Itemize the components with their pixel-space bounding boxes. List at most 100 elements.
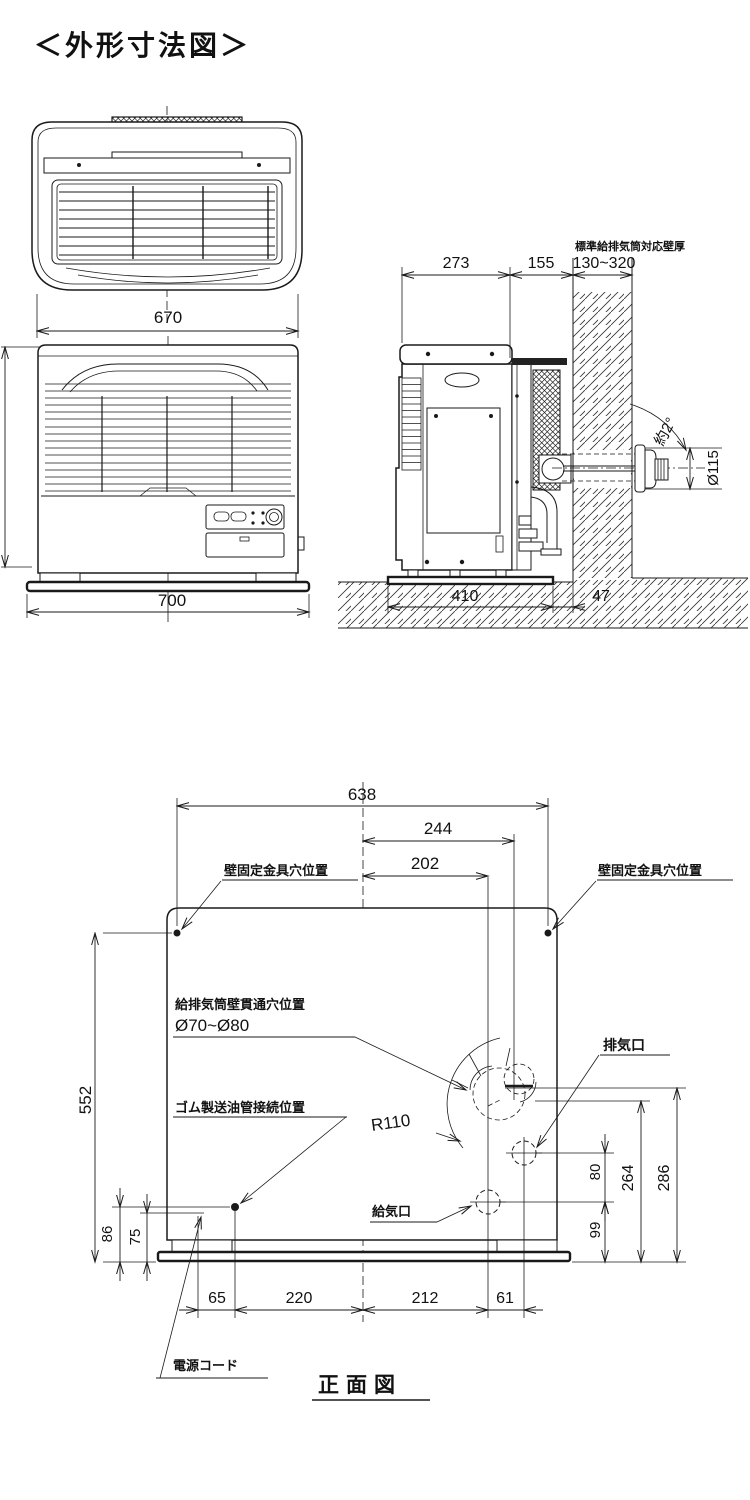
body-outline [31, 121, 303, 291]
bracket-hole-right [544, 929, 552, 937]
screw-dot [434, 414, 438, 418]
dim-text-212: 212 [412, 1290, 439, 1307]
svg-text:ゴム製送油管接続位置: ゴム製送油管接続位置 [175, 1100, 305, 1115]
dimension-bottom-chain: 65 220 212 61 [179, 1290, 543, 1314]
caption-text: 正面図 [318, 1374, 402, 1397]
view-caption: 正面図 [312, 1374, 430, 1401]
through-wall-pipe [552, 453, 705, 482]
baseplate [156, 1250, 572, 1263]
dim-text-61: 61 [496, 1290, 514, 1307]
screw-dot [489, 414, 493, 418]
grille-slats [59, 186, 275, 259]
dimension-86: 86 [99, 1188, 124, 1281]
dim-text-80: 80 [587, 1164, 604, 1181]
floor-hatch [338, 578, 748, 628]
wall-hatch [573, 292, 632, 578]
baseplate [386, 575, 555, 586]
dim-text-410: 410 [452, 588, 479, 605]
screw-dot [515, 394, 519, 398]
dim-text-286: 286 [656, 1165, 673, 1192]
grille-frame [51, 179, 283, 265]
svg-text:壁固定金具穴位置: 壁固定金具穴位置 [224, 863, 328, 878]
front-view: 700 [1, 336, 309, 622]
cover-slot [495, 535, 504, 553]
svg-text:壁固定金具穴位置: 壁固定金具穴位置 [598, 863, 702, 878]
dim-text-86: 86 [99, 1226, 116, 1243]
control-panel [205, 504, 285, 530]
oil-pipe-point [231, 1203, 239, 1211]
flue-socket [541, 457, 565, 481]
bottom-notch [139, 487, 197, 497]
dimension-right-chain: 80 99 264 286 [587, 1088, 677, 1262]
dimension-75: 75 [127, 1194, 151, 1281]
dimension-552: 552 [76, 933, 95, 1262]
dim-text-264: 264 [620, 1165, 637, 1192]
screw-dot [489, 351, 495, 357]
svg-text:Ø70~Ø80: Ø70~Ø80 [175, 1016, 249, 1035]
dim-text-155: 155 [528, 255, 555, 272]
top-cap [399, 344, 513, 365]
dim-text-244: 244 [424, 819, 452, 838]
mount-bar [512, 358, 567, 365]
dimension-244: 244 [363, 819, 514, 841]
label-power-cord: 電源コード [156, 1215, 268, 1379]
tank-door [205, 532, 285, 558]
dimension-670: 670 [37, 294, 298, 338]
side-view: 273 155 130~320 標準給排気筒対応壁厚 410 47 Ø115 約… [338, 239, 748, 629]
dimension-height-cropped [1, 347, 40, 567]
grille-arch-inner [69, 370, 258, 393]
body-inner-line [37, 127, 297, 285]
dim-text-273: 273 [443, 255, 470, 272]
elbow-pipes [518, 486, 562, 556]
dim-text-65: 65 [208, 1290, 226, 1307]
dim-text-47: 47 [592, 588, 610, 605]
foot-left [39, 572, 81, 583]
label-bracket-right: 壁固定金具穴位置 [551, 863, 733, 931]
handle-oval [444, 372, 480, 388]
top-view: 670 [31, 106, 303, 338]
grille-arch-outer [61, 363, 269, 391]
grille-slats [45, 383, 291, 492]
foot-right [255, 572, 297, 583]
screw-dot [257, 163, 261, 167]
svg-text:電源コード: 電源コード [173, 1358, 238, 1373]
dimension-202: 202 [363, 854, 488, 876]
dimension-700: 700 [27, 591, 309, 618]
label-flue-hole: 給排気筒壁貫通穴位置 Ø70~Ø80 [173, 997, 468, 1091]
dimension-638: 638 [177, 785, 548, 806]
svg-text:給排気筒壁貫通穴位置: 給排気筒壁貫通穴位置 [175, 997, 305, 1012]
back-cover [426, 407, 501, 534]
screw-dot [425, 351, 431, 357]
dim-text-670: 670 [154, 308, 182, 327]
svg-text:給気口: 給気口 [372, 1204, 411, 1219]
dim-text-638: 638 [348, 785, 376, 804]
wall-pipe-gap [574, 450, 631, 488]
grille-frame-inner [56, 183, 278, 261]
dimension-base: 410 47 [388, 582, 610, 613]
back-panel-band [43, 157, 291, 174]
baseplate [25, 580, 311, 593]
flue-housing [538, 454, 572, 484]
screw-dot [77, 163, 81, 167]
page-title: ＜外形寸法図＞ [34, 30, 251, 61]
back-panel [166, 907, 558, 1241]
dim-text-552: 552 [76, 1086, 95, 1114]
rear-strip [511, 361, 532, 571]
foot-right [496, 1239, 558, 1253]
screw-dot [424, 559, 430, 565]
extension-lines [103, 798, 686, 1318]
fin-stack [401, 377, 422, 471]
screw-dot [515, 480, 519, 484]
label-intake: 給気口 [370, 1204, 473, 1223]
dim-text-220: 220 [286, 1290, 313, 1307]
label-oil-pipe: ゴム製送油管接続位置 [173, 1100, 347, 1205]
dimension-depths: 273 155 130~320 標準給排気筒対応壁厚 [402, 239, 685, 358]
rear-view: 638 244 202 552 86 75 [76, 782, 733, 1401]
label-exhaust: 排気口 [535, 1037, 670, 1149]
flue-terminal [634, 444, 669, 493]
screw-dot [459, 559, 465, 565]
svg-text:排気口: 排気口 [603, 1037, 645, 1053]
dim-text-99: 99 [587, 1222, 604, 1239]
